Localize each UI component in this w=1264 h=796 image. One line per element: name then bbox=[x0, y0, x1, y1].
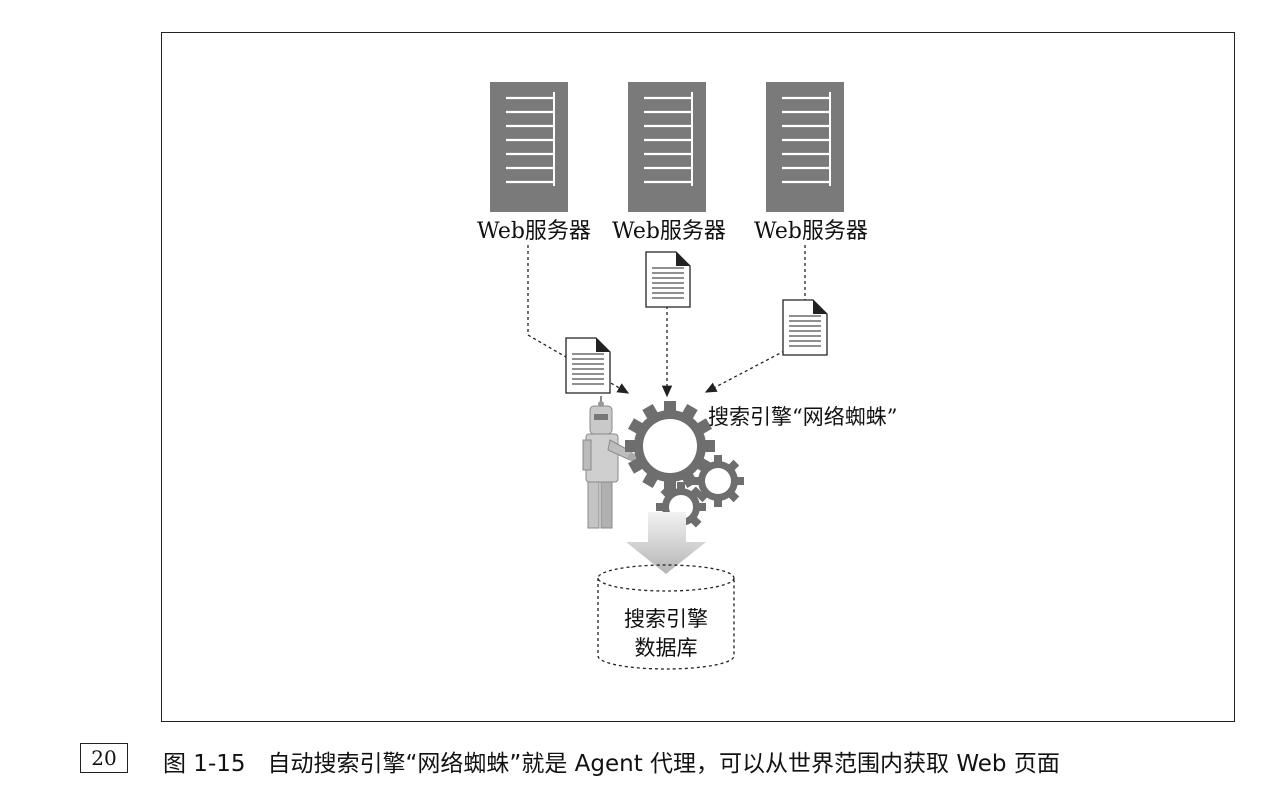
caption-number: 图 1-15 bbox=[163, 751, 246, 777]
crawl-arrow-right bbox=[706, 245, 806, 392]
figure-caption: 图 1-15 自动搜索引擎“网络蜘蛛”就是 Agent 代理，可以从世界范围内获取… bbox=[163, 744, 1060, 778]
server-label: Web服务器 bbox=[754, 219, 868, 244]
document-icon bbox=[565, 337, 611, 394]
store-arrow bbox=[626, 512, 706, 574]
page-number: 20 bbox=[80, 743, 128, 773]
server-label: Web服务器 bbox=[477, 219, 591, 244]
document-icon bbox=[645, 251, 691, 308]
server-label: Web服务器 bbox=[612, 219, 726, 244]
document-icon bbox=[782, 299, 828, 356]
server-icon bbox=[490, 82, 568, 212]
figure-frame bbox=[161, 32, 1235, 722]
database-icon bbox=[597, 564, 735, 670]
database-label-line2: 数据库 bbox=[634, 636, 698, 660]
database-label-line1: 搜索引擎 bbox=[624, 607, 708, 631]
spider-label: 搜索引擎“网络蜘蛛” bbox=[708, 405, 898, 429]
server-icon bbox=[628, 82, 706, 212]
robot-icon bbox=[582, 396, 636, 529]
crawl-arrow-left bbox=[527, 245, 630, 394]
server-icon bbox=[766, 82, 844, 212]
caption-text: 自动搜索引擎“网络蜘蛛”就是 Agent 代理，可以从世界范围内获取 Web 页… bbox=[267, 751, 1060, 777]
